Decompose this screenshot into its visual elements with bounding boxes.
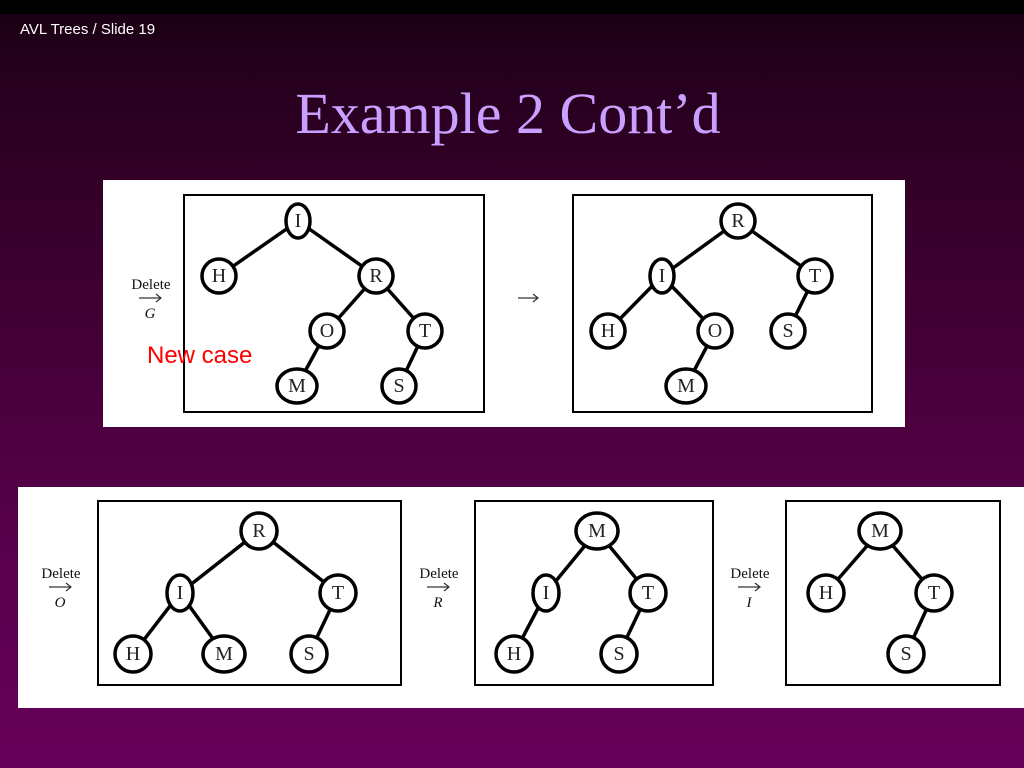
bottom-figure-panel: Delete O R I T H M S Delete R M I T H S … [18,487,1024,708]
delete-o-symbol: O [55,595,66,611]
tree-node: S [599,634,639,674]
tree-node: M [857,511,903,551]
tree-node: H [113,634,153,674]
svg-text:H: H [212,265,226,287]
svg-text:R: R [369,265,383,287]
delete-r-label: Delete [419,566,458,582]
svg-text:I: I [295,210,302,232]
svg-text:O: O [320,320,334,342]
delete-g-label: Delete [131,277,170,293]
before-tree-frame [183,194,485,413]
step2-tree-frame [474,500,714,686]
svg-text:I: I [543,582,550,604]
tree-node: S [380,367,418,405]
tree-node: I [648,257,676,295]
step3-tree-frame [785,500,1001,686]
svg-text:S: S [303,643,314,665]
arrow-icon [139,293,162,303]
svg-text:T: T [642,582,654,604]
svg-text:S: S [782,320,793,342]
delete-g-symbol: G [145,306,156,322]
tree-node: I [531,573,561,613]
tree-node: M [664,367,708,405]
tree-node: S [289,634,329,674]
tree-node: T [318,573,358,613]
tree-node: H [200,257,238,295]
tree-node: R [719,202,757,240]
arrow-icon [427,582,450,592]
svg-text:H: H [819,582,833,604]
delete-r-symbol: R [432,595,442,611]
tree-node: M [275,367,319,405]
tree-node: H [806,573,846,613]
step1-tree-frame [97,500,402,686]
svg-text:M: M [871,520,889,542]
svg-text:M: M [215,643,233,665]
svg-text:M: M [288,375,306,397]
top-figure-svg: Delete G I H R O T M S R I T H O S M [131,194,873,413]
top-figure-panel: Delete G I H R O T M S R I T H O S M [103,180,905,427]
svg-text:M: M [588,520,606,542]
arrow-icon [49,582,72,592]
tree-node: R [357,257,395,295]
tree-node: H [494,634,534,674]
tree-node: I [284,202,312,240]
tree-node: O [308,312,346,350]
right-arrow-icon [518,293,539,303]
tree-node: T [796,257,834,295]
bottom-figure-svg: Delete O R I T H M S Delete R M I T H S … [41,500,1001,686]
svg-text:S: S [900,643,911,665]
arrow-icon [738,582,761,592]
svg-text:H: H [507,643,521,665]
svg-text:H: H [601,320,615,342]
svg-text:I: I [659,265,666,287]
svg-text:T: T [928,582,940,604]
tree-node: T [628,573,668,613]
delete-o-label: Delete [41,566,80,582]
svg-text:M: M [677,375,695,397]
svg-text:O: O [708,320,722,342]
svg-text:H: H [126,643,140,665]
tree-node: I [165,573,195,613]
tree-node: O [696,312,734,350]
slide-label: AVL Trees / Slide 19 [20,21,156,38]
tree-node: S [886,634,926,674]
svg-text:R: R [252,520,266,542]
tree-node: T [406,312,444,350]
svg-text:T: T [809,265,821,287]
delete-i-label: Delete [730,566,769,582]
tree-node: M [574,511,620,551]
svg-text:R: R [731,210,745,232]
delete-i-symbol: I [746,595,753,611]
svg-text:I: I [177,582,184,604]
tree-node: H [589,312,627,350]
svg-text:S: S [613,643,624,665]
tree-node: S [769,312,807,350]
tree-node: M [201,634,247,674]
svg-text:T: T [332,582,344,604]
svg-text:S: S [393,375,404,397]
top-bar [0,0,1024,14]
tree-node: R [239,511,279,551]
tree-node: T [914,573,954,613]
slide-title: Example 2 Cont’d [295,81,721,146]
new-case-annotation: New case [147,342,253,369]
svg-text:T: T [419,320,431,342]
after-tree-frame [572,194,873,413]
